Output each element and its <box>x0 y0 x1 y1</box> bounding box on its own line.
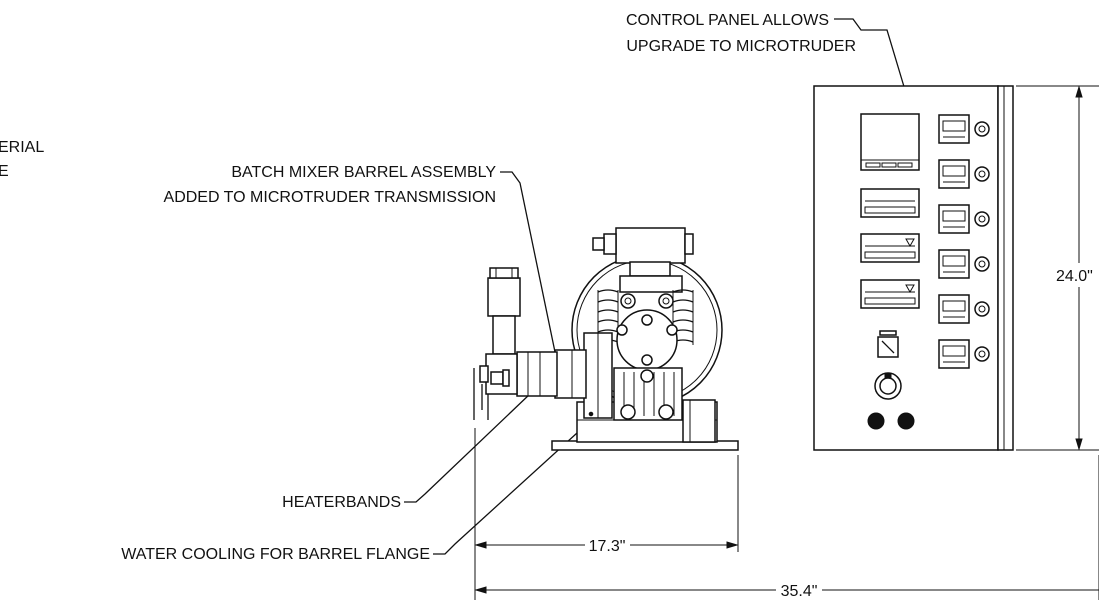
barrel-heaterband-large <box>554 349 587 399</box>
water-cooling-leader <box>433 422 589 555</box>
overall-width-dimension-text: 35.4" <box>781 583 818 600</box>
control-knob <box>874 372 902 400</box>
control-panel-hinge <box>997 85 1014 451</box>
height-dimension-text: 24.0" <box>1056 268 1093 285</box>
material-label-line1: ERIAL <box>0 139 44 156</box>
control-panel-label-line1: CONTROL PANEL ALLOWS <box>626 12 829 29</box>
push-button-right <box>897 412 915 430</box>
control-panel-label-line2: UPGRADE TO MICROTRUDER <box>626 38 856 55</box>
temperature-display-2 <box>860 233 920 263</box>
heaterbands-label: HEATERBANDS <box>282 494 401 511</box>
control-panel <box>813 85 1014 451</box>
base-width-dimension: 17.3" <box>474 428 739 555</box>
selector-switch <box>877 330 899 358</box>
temperature-display-1 <box>860 188 920 218</box>
push-button-left <box>867 412 885 430</box>
temperature-display-3 <box>860 279 920 309</box>
gearbox-fins <box>613 367 683 421</box>
barrel-label-line1: BATCH MIXER BARREL ASSEMBLY <box>231 164 496 181</box>
height-dimension: 24.0" <box>1016 85 1099 451</box>
controller-column <box>938 114 990 369</box>
material-label-line2: E <box>0 163 9 180</box>
batch-mixer-machine <box>473 227 739 451</box>
barrel-leader <box>500 171 556 353</box>
base-width-dimension-text: 17.3" <box>589 538 626 555</box>
control-panel-leader <box>834 18 909 101</box>
overall-width-dimension: 35.4" <box>474 455 1099 600</box>
feed-hopper <box>487 277 521 317</box>
top-gearbox <box>615 227 686 264</box>
barrel-heaterband-small <box>516 351 558 397</box>
main-display <box>860 113 920 171</box>
heaterbands-leader <box>404 392 532 503</box>
right-mount-block <box>682 399 716 443</box>
barrel-label-line2: ADDED TO MICROTRUDER TRANSMISSION <box>164 189 496 206</box>
water-cooling-label: WATER COOLING FOR BARREL FLANGE <box>121 546 430 563</box>
